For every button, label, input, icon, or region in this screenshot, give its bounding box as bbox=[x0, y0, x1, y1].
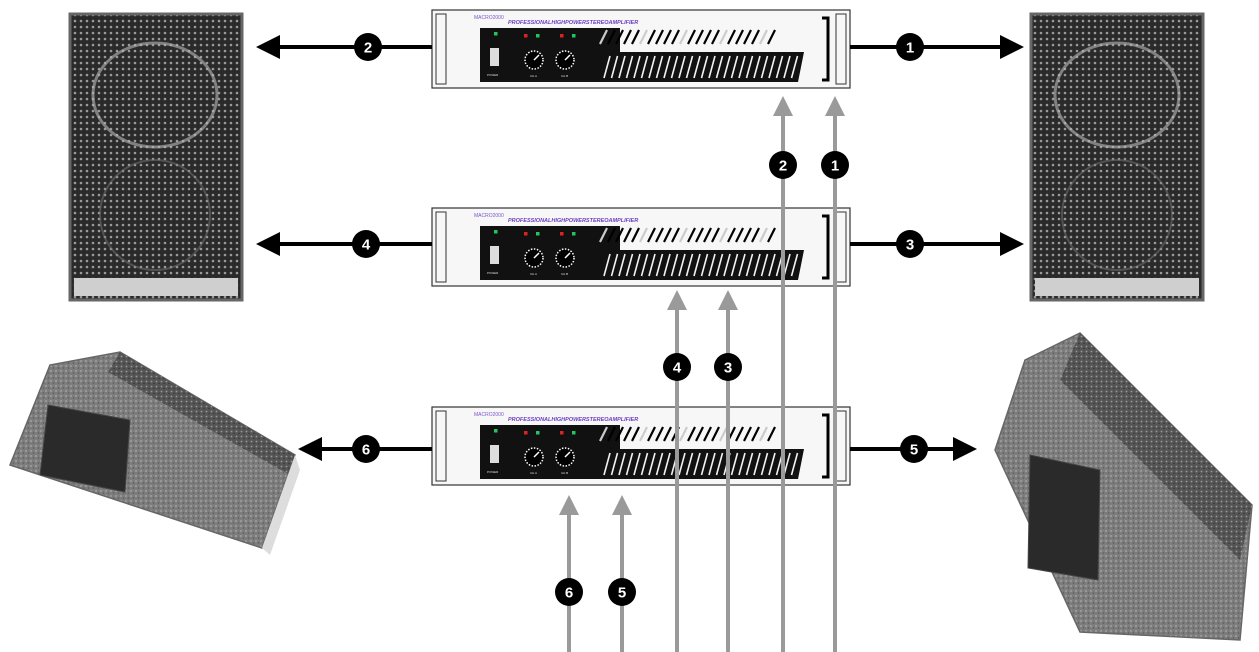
status-led bbox=[524, 431, 528, 435]
output-badge-2: 2 bbox=[354, 33, 382, 61]
amplifier-middle: MACRO2000PROFESSIONALHIGHPOWERSTEREOAMPL… bbox=[432, 208, 850, 286]
output-badge-1: 1 bbox=[896, 33, 924, 61]
status-led bbox=[536, 431, 540, 435]
output-badge-4-label: 4 bbox=[362, 237, 371, 254]
power-switch[interactable] bbox=[490, 48, 499, 66]
status-led bbox=[572, 232, 576, 236]
output-badge-6-label: 6 bbox=[362, 442, 370, 459]
input-badge-3-label: 3 bbox=[724, 360, 732, 377]
amp-model-label: MACRO2000 bbox=[474, 213, 504, 219]
status-led bbox=[524, 232, 528, 236]
gain-knob-label: CH A bbox=[530, 272, 537, 276]
floor-monitor-left bbox=[10, 352, 300, 555]
speaker-right-cabinet bbox=[1031, 14, 1203, 300]
amplifier-top: MACRO2000PROFESSIONALHIGHPOWERSTEREOAMPL… bbox=[432, 10, 850, 88]
power-label: POWER bbox=[487, 271, 499, 275]
amp-title-label: PROFESSIONALHIGHPOWERSTEREOAMPLIFIER bbox=[508, 417, 638, 423]
amp-title-label: PROFESSIONALHIGHPOWERSTEREOAMPLIFIER bbox=[508, 218, 638, 224]
status-led bbox=[494, 429, 498, 433]
input-badge-4-label: 4 bbox=[673, 360, 682, 377]
output-badge-1-label: 1 bbox=[906, 40, 914, 57]
input-badge-5-label: 5 bbox=[618, 585, 626, 602]
status-led bbox=[494, 230, 498, 234]
status-led bbox=[536, 232, 540, 236]
gain-knob-label: CH B bbox=[561, 471, 568, 475]
amp-model-label: MACRO2000 bbox=[474, 15, 504, 21]
input-badge-2: 2 bbox=[769, 151, 797, 179]
speaker-left-cabinet bbox=[70, 14, 242, 300]
status-led bbox=[560, 34, 564, 38]
output-badge-6: 6 bbox=[352, 435, 380, 463]
input-badge-2-label: 2 bbox=[779, 158, 787, 175]
badges: 2 1 4 3 6 5 2 1 4 3 6 5 bbox=[352, 33, 928, 606]
power-label: POWER bbox=[487, 73, 499, 77]
amp-model-label: MACRO2000 bbox=[474, 412, 504, 418]
input-badge-6-label: 6 bbox=[565, 585, 573, 602]
input-badge-3: 3 bbox=[714, 353, 742, 381]
status-led bbox=[572, 34, 576, 38]
power-switch[interactable] bbox=[490, 445, 499, 463]
output-badge-5: 5 bbox=[900, 435, 928, 463]
input-badge-4: 4 bbox=[663, 353, 691, 381]
status-led bbox=[524, 34, 528, 38]
floor-monitor-right bbox=[995, 333, 1252, 640]
gain-knob-label: CH B bbox=[561, 272, 568, 276]
status-led bbox=[536, 34, 540, 38]
amplifier-bottom: MACRO2000PROFESSIONALHIGHPOWERSTEREOAMPL… bbox=[432, 407, 850, 485]
output-badge-4: 4 bbox=[352, 230, 380, 258]
input-badge-1-label: 1 bbox=[831, 158, 839, 175]
status-led bbox=[560, 232, 564, 236]
status-led bbox=[572, 431, 576, 435]
input-badge-5: 5 bbox=[608, 578, 636, 606]
output-badge-3-label: 3 bbox=[906, 237, 914, 254]
power-label: POWER bbox=[487, 470, 499, 474]
input-badge-1: 1 bbox=[821, 151, 849, 179]
power-switch[interactable] bbox=[490, 246, 499, 264]
input-badge-6: 6 bbox=[555, 578, 583, 606]
output-badge-5-label: 5 bbox=[910, 442, 918, 459]
status-led bbox=[494, 32, 498, 36]
amp-title-label: PROFESSIONALHIGHPOWERSTEREOAMPLIFIER bbox=[508, 20, 638, 26]
gain-knob-label: CH A bbox=[530, 74, 537, 78]
input-arrows bbox=[569, 106, 835, 652]
status-led bbox=[560, 431, 564, 435]
output-badge-2-label: 2 bbox=[364, 40, 372, 57]
gain-knob-label: CH A bbox=[530, 471, 537, 475]
gain-knob-label: CH B bbox=[561, 74, 568, 78]
output-badge-3: 3 bbox=[896, 230, 924, 258]
